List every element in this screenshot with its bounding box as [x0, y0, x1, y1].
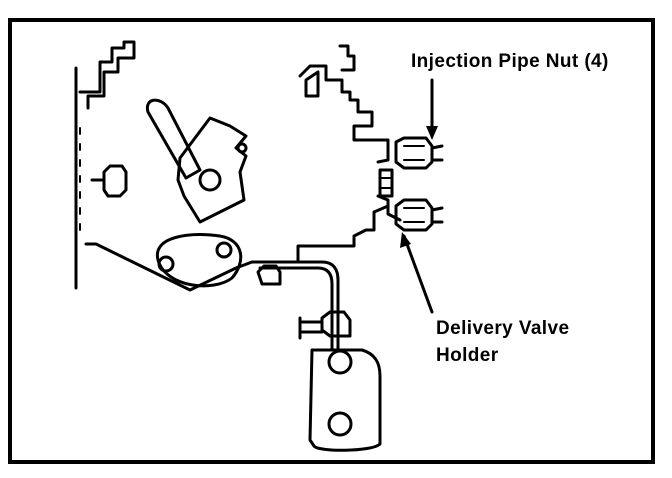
- block-bolt: [102, 164, 128, 198]
- pipe-nut-lower: [394, 198, 434, 232]
- lever-plate: [176, 116, 248, 224]
- engine-block-lower: [84, 204, 390, 292]
- injection-pipe-nut-label: Injection Pipe Nut (4): [411, 51, 609, 72]
- flange-bolt-left: [157, 255, 175, 273]
- leader-line-delivery-valve: [402, 234, 434, 314]
- valve-holder-stub: [378, 168, 394, 198]
- engine-block-outline: [78, 40, 136, 110]
- pump-side-notch: [304, 70, 320, 98]
- pipe-nut-upper: [394, 136, 434, 170]
- plate-stud: [298, 316, 324, 340]
- throttle-lever: [145, 98, 202, 180]
- l-bracket: [254, 260, 340, 352]
- holder-stub-flats: [381, 177, 391, 189]
- plate-nut: [320, 310, 352, 338]
- pipe-nut-upper-flats: [403, 145, 425, 161]
- arrowhead-pipe-nut: [426, 126, 438, 140]
- bracket-bolt: [256, 264, 282, 286]
- pipe-upper-a: [430, 144, 444, 150]
- pump-top-bracket: [338, 44, 356, 72]
- mount-plate: [308, 348, 382, 452]
- oval-flange: [155, 233, 243, 288]
- figure-border: [8, 18, 655, 464]
- flange-bolt-right: [215, 241, 233, 259]
- mount-bolt-upper: [327, 349, 353, 375]
- mount-bolt-lower: [327, 411, 353, 437]
- pump-body-upper: [298, 64, 390, 164]
- lever-pin: [236, 142, 248, 154]
- arrowhead-delivery-valve: [400, 232, 411, 248]
- delivery-valve-holder-label-line2: Holder: [436, 345, 499, 366]
- delivery-valve-holder-label-line1: Delivery Valve: [436, 318, 570, 339]
- pipe-lower-a: [430, 206, 444, 212]
- lever-pivot: [198, 168, 222, 192]
- pipe-nut-lower-flats: [403, 207, 425, 223]
- pump-body-right: [376, 194, 402, 222]
